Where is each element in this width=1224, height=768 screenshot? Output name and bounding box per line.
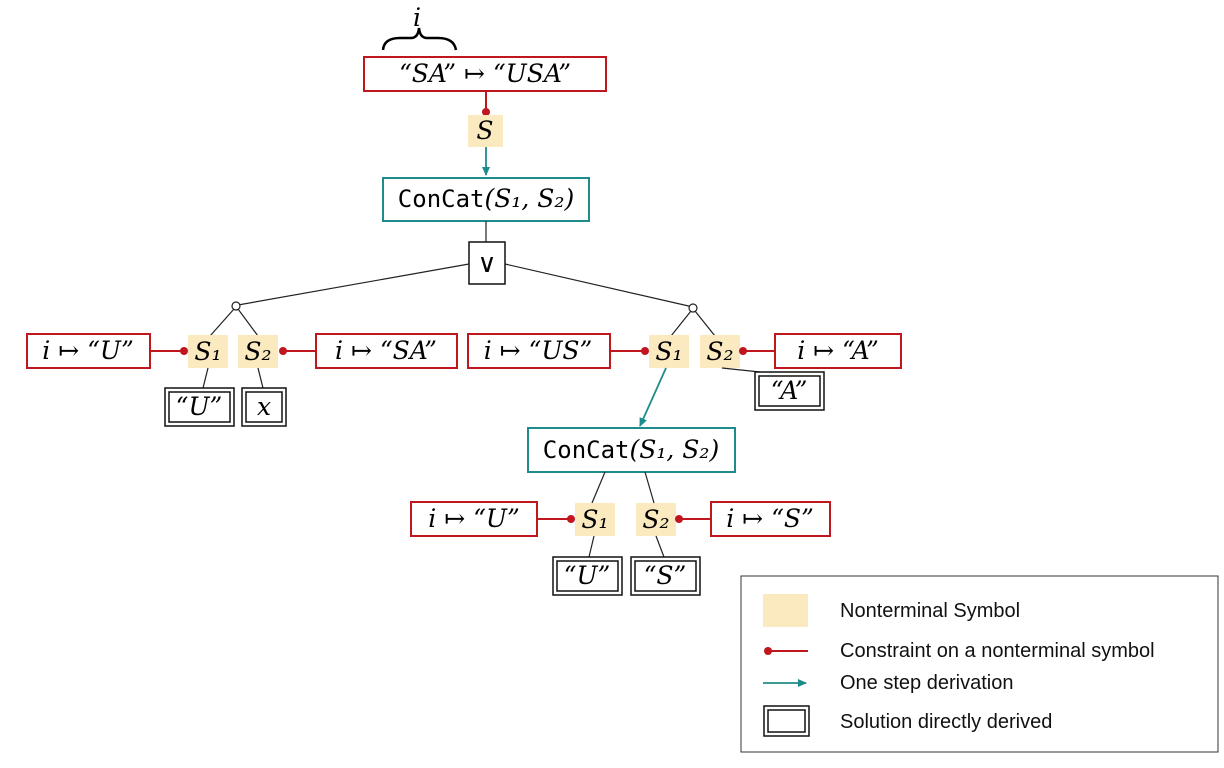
sub-c1-dot bbox=[567, 515, 575, 523]
left-c2-box bbox=[315, 333, 458, 369]
legend-nonterminal-swatch bbox=[763, 594, 808, 627]
left-c2-text: i ↦ “SA” bbox=[335, 336, 437, 365]
left-node-to-s2 bbox=[237, 308, 259, 337]
left-node-to-s1 bbox=[209, 308, 235, 337]
sub-s2-to-sol bbox=[655, 535, 665, 558]
sub-s1-highlight bbox=[575, 503, 615, 536]
root-constraint-text: “SA” ↦ “USA” bbox=[399, 59, 571, 88]
right-s2-label: S₂ bbox=[706, 337, 733, 366]
left-branch-node bbox=[231, 301, 241, 311]
right-c2-text: i ↦ “A” bbox=[797, 336, 879, 365]
sub-sol1-text: “U” bbox=[564, 561, 611, 590]
or-right-edge bbox=[504, 263, 694, 308]
concat-top-text: ConCat(S₁, S₂) bbox=[398, 184, 574, 213]
legend-frame bbox=[740, 575, 1219, 753]
right-c1-text: i ↦ “US” bbox=[484, 336, 593, 365]
sub-sol2-text: “S” bbox=[644, 561, 687, 590]
legend-derivation-label: One step derivation bbox=[840, 672, 1013, 694]
sub-c2-text: i ↦ “S” bbox=[726, 504, 814, 533]
legend-constraint-label: Constraint on a nonterminal symbol bbox=[840, 640, 1155, 662]
legend-solution-inner bbox=[767, 709, 806, 733]
left-sol1-text: “U” bbox=[176, 392, 223, 421]
right-s1-label: S₁ bbox=[655, 337, 682, 366]
brace-label: i bbox=[413, 3, 421, 32]
root-constraint-dot bbox=[482, 108, 490, 116]
legend-solution-label: Solution directly derived bbox=[840, 711, 1052, 733]
left-c1-dot bbox=[180, 347, 188, 355]
sub-s1-label: S₁ bbox=[581, 505, 608, 534]
left-s1-label: S₁ bbox=[194, 337, 221, 366]
right-c1-dot bbox=[641, 347, 649, 355]
sub-concat-to-s1 bbox=[591, 471, 606, 504]
curly-brace bbox=[381, 27, 458, 51]
or-symbol: ∨ bbox=[477, 249, 496, 279]
sub-sol2-inner bbox=[634, 560, 697, 592]
right-sol2-inner bbox=[758, 375, 821, 407]
or-node-box bbox=[468, 241, 506, 285]
left-s2-label: S₂ bbox=[244, 337, 271, 366]
left-sol2-inner bbox=[245, 391, 283, 423]
nonterminal-s-root bbox=[468, 115, 503, 147]
right-s2-highlight bbox=[700, 335, 740, 368]
left-c1-box bbox=[26, 333, 151, 369]
sub-s2-highlight bbox=[636, 503, 676, 536]
sub-sol1-inner bbox=[556, 560, 619, 592]
left-c1-text: i ↦ “U” bbox=[42, 336, 133, 365]
right-s2-to-sol bbox=[721, 367, 761, 373]
sub-s2-label: S₂ bbox=[642, 505, 669, 534]
right-node-to-s1 bbox=[670, 310, 692, 337]
right-s1-highlight bbox=[649, 335, 689, 368]
sub-concat-to-s2 bbox=[644, 471, 655, 504]
right-c2-box bbox=[774, 333, 902, 369]
concat-box-sub bbox=[527, 427, 736, 473]
left-s2-highlight bbox=[238, 335, 278, 368]
legend-nonterminal-label: Nonterminal Symbol bbox=[840, 600, 1020, 622]
left-sol1-inner bbox=[168, 391, 231, 423]
root-symbol-label: S bbox=[476, 116, 493, 145]
left-sol2-text: x bbox=[257, 392, 271, 421]
sub-c2-box bbox=[710, 501, 831, 537]
left-s1-to-sol bbox=[202, 367, 209, 389]
concat-sub-text: ConCat(S₁, S₂) bbox=[543, 435, 719, 464]
left-s2-to-sol bbox=[257, 367, 264, 389]
right-node-to-s2 bbox=[694, 310, 716, 337]
root-constraint-box bbox=[363, 56, 607, 92]
sub-c1-text: i ↦ “U” bbox=[428, 504, 519, 533]
right-branch-node bbox=[688, 303, 698, 313]
legend: Nonterminal Symbol Constraint on a nonte… bbox=[740, 575, 1219, 753]
left-s1-highlight bbox=[188, 335, 228, 368]
sub-s1-to-sol bbox=[588, 535, 595, 558]
right-sol2-text: “A” bbox=[771, 376, 808, 405]
or-left-edge bbox=[237, 263, 470, 306]
derivation-arrow-right-s1 bbox=[639, 367, 667, 427]
